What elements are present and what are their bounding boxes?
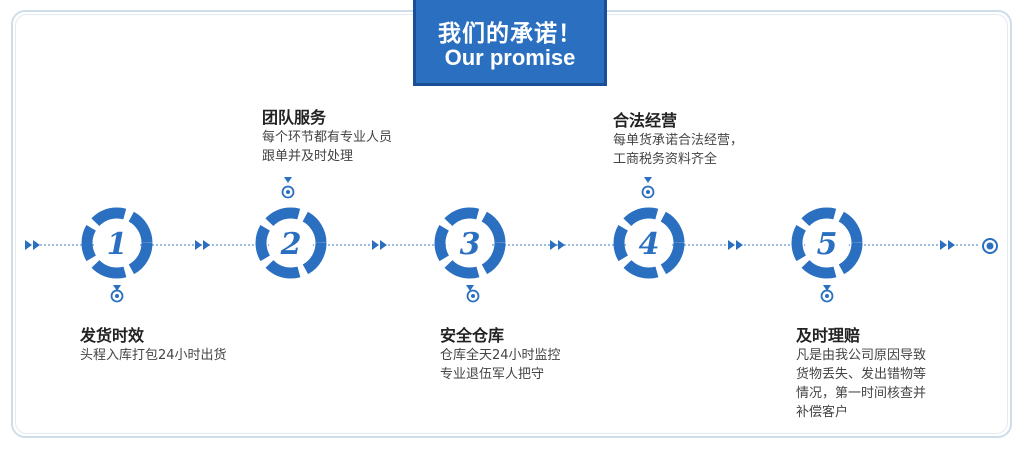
pointer-icon-1 bbox=[110, 285, 124, 303]
step-desc-4: 每单货承诺合法经营， 工商税务资料齐全 bbox=[613, 133, 744, 167]
double-arrow-icon bbox=[940, 240, 955, 250]
pointer-icon-4 bbox=[641, 177, 655, 199]
step-number-2: 2 bbox=[280, 227, 302, 262]
step-ring-1 bbox=[81, 207, 153, 279]
step-number-5: 5 bbox=[817, 227, 838, 262]
pointer-icon-3 bbox=[466, 285, 480, 303]
step-desc-5: 凡是由我公司原因导致 货物丢失、发出错物等 情况，第一时间核查并 补偿客户 bbox=[796, 348, 927, 420]
step-ring-4 bbox=[613, 207, 685, 279]
double-arrow-icon bbox=[728, 240, 743, 250]
step-ring-3 bbox=[434, 207, 506, 279]
double-arrow-icon bbox=[195, 240, 210, 250]
end-target-icon bbox=[982, 238, 998, 254]
pointer-icon-5 bbox=[820, 285, 834, 303]
promise-badge: 我们的承诺！ Our promise bbox=[413, 0, 607, 86]
double-arrow-icon bbox=[372, 240, 387, 250]
step-title-3: 安全仓库 bbox=[440, 326, 505, 345]
step-ring-2 bbox=[255, 207, 327, 279]
badge-title-cn: 我们的承诺！ bbox=[438, 21, 582, 47]
double-arrow-icon bbox=[550, 240, 565, 250]
arrow-icons bbox=[25, 240, 955, 250]
step-number-4: 4 bbox=[639, 227, 660, 262]
step-desc-2: 每个环节都有专业人员 跟单并及时处理 bbox=[262, 130, 393, 164]
step-desc-3: 仓库全天24小时监控 专业退伍军人把守 bbox=[440, 348, 561, 382]
pointer-icon-2 bbox=[281, 177, 295, 199]
step-title-4: 合法经营 bbox=[613, 111, 678, 130]
step-ring-5 bbox=[791, 207, 863, 279]
step-title-1: 发货时效 bbox=[80, 326, 145, 345]
step-number-1: 1 bbox=[107, 227, 128, 262]
step-number-3: 3 bbox=[460, 227, 481, 262]
double-arrow-icon bbox=[25, 240, 40, 250]
badge-title-en: Our promise bbox=[444, 45, 576, 70]
step-title-2: 团队服务 bbox=[262, 108, 327, 127]
step-desc-1: 头程入库打包24小时出货 bbox=[80, 348, 227, 363]
step-title-5: 及时理赔 bbox=[796, 326, 861, 345]
